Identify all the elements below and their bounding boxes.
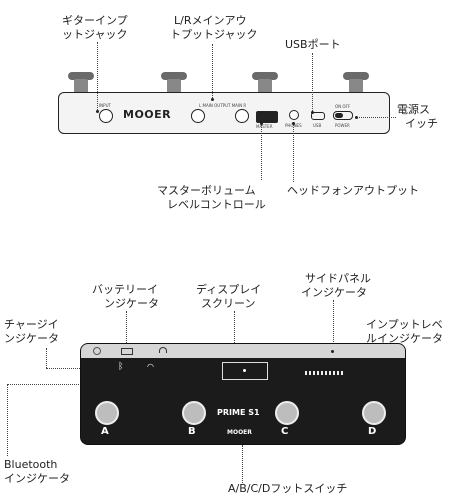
bluetooth-leader	[7, 384, 8, 456]
input-jack-label: INPUT	[99, 103, 111, 108]
master-volume-dial	[256, 111, 278, 123]
headphone-output-label: ヘッドフォンアウトプット	[287, 184, 419, 197]
footswitch-knob-neck	[167, 79, 181, 93]
main-output-left-jack	[191, 109, 205, 123]
rear-panel: INPUT MOOER L MAIN OUTPUT MAIN R MASTER …	[58, 92, 390, 134]
battery-indicator-label: バッテリーイ ンジケータ	[92, 283, 159, 310]
master-volume-label: マスターボリューム レベルコントロール	[157, 184, 266, 211]
power-switch-label: 電源ス イッチ	[397, 103, 438, 130]
input-level-meter	[305, 371, 345, 375]
lr-output-dot	[211, 98, 214, 101]
usb-port-leader	[312, 53, 313, 111]
display-screen-label: ディスプレイ スクリーン	[196, 283, 262, 310]
power-label: POWER	[335, 123, 350, 128]
brand-logo: MOOER	[227, 429, 252, 436]
footswitch-b[interactable]	[182, 401, 206, 425]
power-switch-dot	[355, 116, 358, 119]
footswitch-label: A/B/C/Dフットスイッチ	[228, 482, 348, 495]
footswitch-knob	[252, 72, 278, 80]
headphone-icon	[159, 347, 167, 353]
side-panel-indicator-label: サイドパネル インジケータ	[301, 272, 371, 299]
power-switch-leader	[356, 117, 396, 118]
footswitch-b-label: B	[188, 426, 196, 437]
footswitch-knob	[68, 72, 94, 80]
usb-port-label: USBポート	[285, 38, 341, 51]
guitar-input-leader	[97, 42, 98, 110]
usb-port-dot	[311, 111, 314, 114]
footswitch-leader	[242, 445, 243, 483]
lr-main-output-label: L/Rメインアウ トプットジャック	[170, 14, 258, 41]
footswitch-knob-neck	[258, 79, 272, 93]
battery-leader	[126, 311, 127, 349]
input-level-indicator-label: インプットレベ ルインジケータ	[366, 318, 443, 345]
charge-leader-h	[46, 368, 96, 369]
main-output-label: L MAIN OUTPUT MAIN R	[199, 103, 247, 108]
usb-port	[311, 112, 325, 120]
on-off-label: ON OFF	[335, 104, 351, 109]
wifi-icon: ◠	[147, 362, 154, 371]
footswitch-d[interactable]	[362, 401, 386, 425]
master-label: MASTER	[256, 124, 273, 129]
bluetooth-indicator-label: Bluetooth インジケータ	[4, 458, 70, 485]
prime-s1-device: ᛒ ◠ PRIME S1 MOOER A B C D	[80, 343, 406, 445]
footswitch-c[interactable]	[275, 401, 299, 425]
power-switch	[333, 111, 353, 120]
guitar-input-jack	[99, 109, 113, 123]
footswitch-a-label: A	[101, 426, 109, 437]
mooer-logo: MOOER	[123, 108, 172, 121]
guitar-input-dot	[96, 110, 99, 113]
usb-label: USB	[313, 123, 322, 128]
charge-indicator-label: チャージイ ンジケータ	[4, 318, 59, 345]
headphone-leader	[293, 124, 294, 182]
bluetooth-leader-h	[7, 384, 107, 385]
footswitch-knob-neck	[74, 79, 88, 93]
main-output-right-jack	[235, 109, 249, 123]
bluetooth-icon: ᛒ	[118, 362, 124, 372]
footswitch-knob	[161, 72, 187, 80]
master-volume-leader	[261, 124, 262, 180]
guitar-input-label: ギターインプ ットジャック	[62, 14, 128, 41]
headphone-jack	[289, 110, 299, 120]
display-leader	[234, 311, 235, 359]
side-led	[331, 350, 334, 353]
display-screen	[222, 362, 268, 380]
headphone-dot	[292, 122, 295, 125]
footswitch-d-label: D	[368, 426, 377, 437]
model-name: PRIME S1	[217, 408, 260, 417]
lr-output-leader	[212, 44, 213, 98]
footswitch-c-label: C	[281, 426, 289, 437]
charge-leader-v	[46, 348, 47, 368]
footswitch-knob-neck	[349, 79, 363, 93]
master-volume-dot	[260, 122, 263, 125]
footswitch-a[interactable]	[95, 401, 119, 425]
footswitch-knob	[343, 72, 369, 80]
battery-icon	[121, 348, 133, 355]
side-panel-leader	[333, 300, 334, 352]
charge-led	[93, 347, 101, 355]
